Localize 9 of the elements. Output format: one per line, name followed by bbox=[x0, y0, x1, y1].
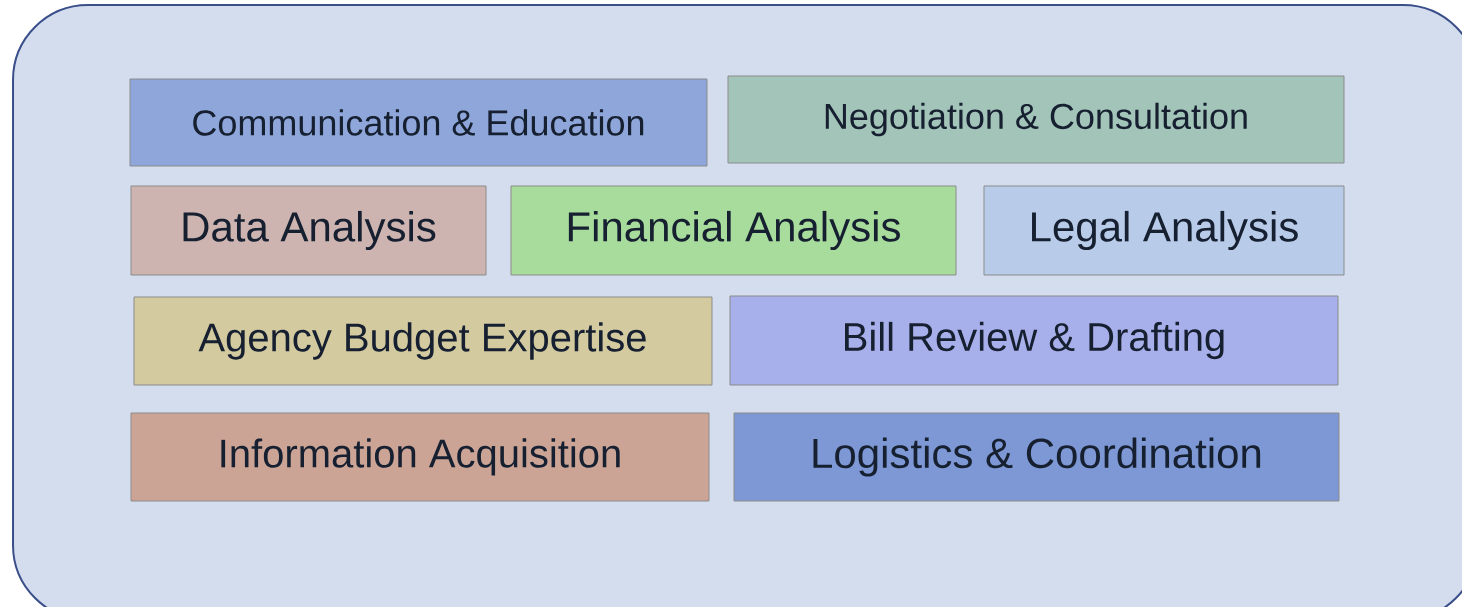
skill-box: Data Analysis bbox=[130, 185, 487, 276]
skill-box: Bill Review & Drafting bbox=[729, 295, 1339, 386]
skill-box: Communication & Education bbox=[129, 78, 708, 167]
skill-box: Agency Budget Expertise bbox=[133, 296, 713, 386]
skill-box: Financial Analysis bbox=[510, 185, 957, 276]
skill-box: Logistics & Coordination bbox=[733, 412, 1340, 502]
skill-box: Negotiation & Consultation bbox=[727, 75, 1345, 164]
skill-box: Information Acquisition bbox=[130, 412, 710, 502]
skill-box: Legal Analysis bbox=[983, 185, 1345, 276]
